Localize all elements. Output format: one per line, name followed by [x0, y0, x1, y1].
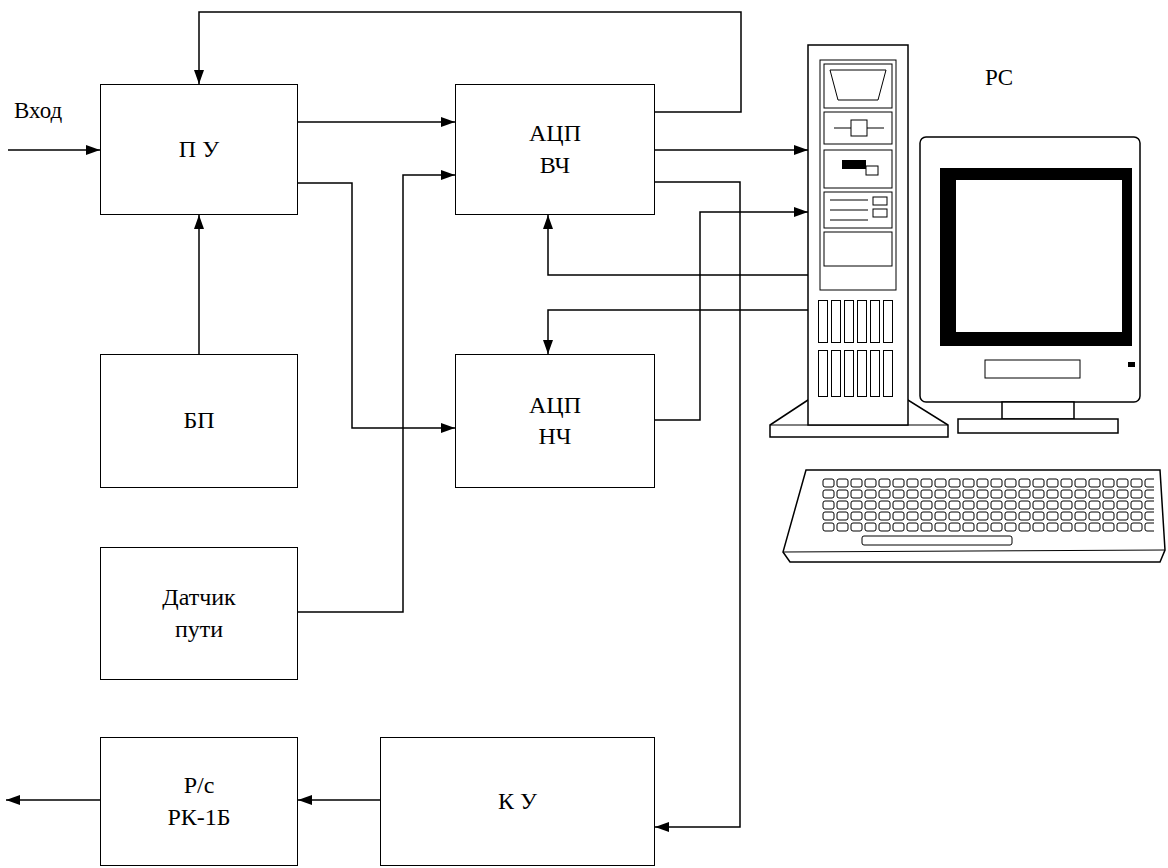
computer: PC	[808, 45, 1148, 440]
signal-connector	[548, 215, 808, 275]
drive-button	[873, 197, 887, 205]
drive-bay	[824, 64, 892, 108]
keyboard-edge	[783, 550, 1165, 552]
signal-label: Вход	[14, 98, 62, 124]
drive-bay	[824, 150, 892, 188]
monitor-screen	[956, 180, 1122, 332]
drive-bay	[824, 232, 892, 266]
input-arrow	[8, 149, 100, 151]
drive-bay	[824, 192, 892, 228]
signal-connector	[298, 183, 455, 428]
signal-connector	[655, 149, 808, 151]
power-supply-box: БП	[100, 354, 298, 488]
box-label: Датчик пути	[158, 582, 240, 644]
adc-box: АЦП НЧ	[455, 354, 655, 488]
drive-button	[866, 166, 878, 175]
box-label: Р/с РК-1Б	[163, 770, 235, 832]
box-label: АЦП ВЧ	[524, 118, 586, 180]
drive-line	[830, 200, 868, 201]
amplifier-box: П У	[100, 84, 298, 215]
signal-connector	[655, 212, 808, 420]
monitor-case	[920, 137, 1140, 402]
monitor-button	[1128, 362, 1135, 367]
monitor-panel	[985, 360, 1080, 378]
adc-box: АЦП ВЧ	[455, 84, 655, 215]
keyboard-case	[783, 470, 1165, 562]
tower-vents	[818, 300, 896, 397]
output-arrow	[6, 799, 100, 801]
box-label: АЦП НЧ	[524, 390, 586, 452]
box-label: К У	[498, 786, 537, 817]
signal-connector	[298, 175, 455, 612]
computer-label: PC	[985, 63, 1013, 93]
drive-line	[830, 220, 868, 221]
drive-bay	[824, 112, 892, 144]
tower-body	[808, 45, 908, 425]
drive-line	[830, 210, 868, 211]
sensor-box: Датчик пути	[100, 547, 298, 680]
radio-station-box: Р/с РК-1Б	[100, 737, 298, 866]
drive-button	[851, 120, 867, 136]
tower-panel	[820, 60, 896, 290]
drive-door	[830, 70, 886, 100]
signal-connector	[548, 310, 808, 354]
monitor-neck	[1002, 402, 1074, 419]
coder-box: К У	[380, 737, 655, 866]
signal-connector	[298, 121, 455, 123]
drive-slot	[842, 160, 866, 169]
signal-connector	[298, 799, 380, 801]
keyboard-spacebar	[862, 536, 1012, 545]
keyboard-keys	[822, 478, 1154, 533]
box-label: П У	[179, 134, 219, 165]
monitor-stand	[958, 419, 1118, 433]
signal-connector	[198, 215, 200, 354]
signal-connector	[655, 182, 740, 827]
monitor-screen-frame	[940, 168, 1132, 346]
box-label: БП	[183, 405, 214, 436]
drive-button	[873, 209, 887, 217]
